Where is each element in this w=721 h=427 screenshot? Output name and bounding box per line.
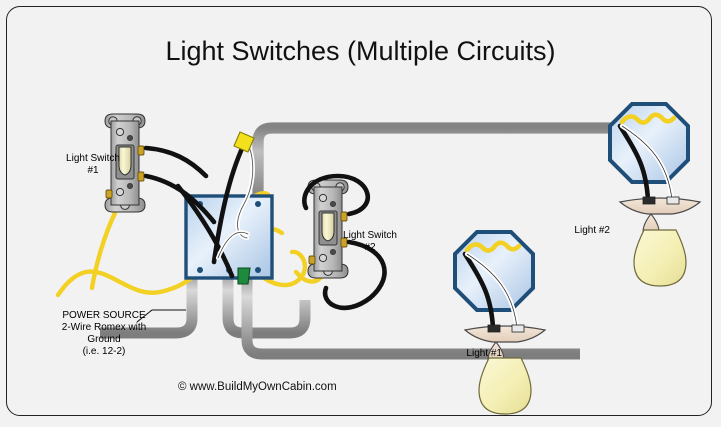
light-switch-1-label: Light Switch #1	[66, 153, 120, 176]
light-switch-2-graphic	[307, 179, 349, 279]
light-switch-2-label: Light Switch #2	[343, 230, 397, 253]
wire-nut-ground-graphic	[237, 267, 251, 285]
light-1-label: Light #1	[466, 348, 502, 359]
light-2-label: Light #2	[574, 225, 610, 236]
light-fixture-2-graphic	[610, 104, 700, 286]
power-source-label: POWER SOURCE 2-Wire Romex with Ground (i…	[61, 310, 147, 357]
wire-nut-hot-graphic	[233, 131, 255, 153]
copyright-credit: © www.BuildMyOwnCabin.com	[178, 381, 337, 393]
page-title: Light Switches (Multiple Circuits)	[165, 36, 556, 66]
